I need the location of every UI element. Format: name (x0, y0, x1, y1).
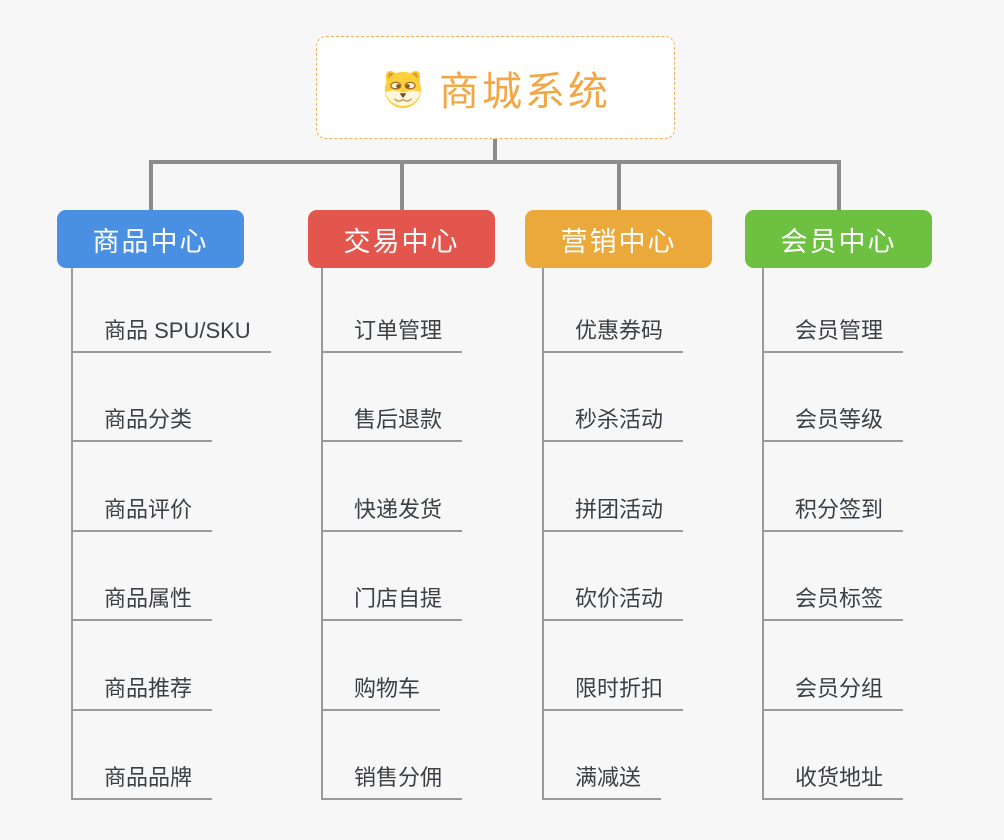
leaf-node[interactable]: 会员等级 (762, 402, 904, 442)
leaf-node[interactable]: 限时折扣 (542, 671, 684, 711)
connector-root-stub (493, 139, 497, 162)
branch-header-product[interactable]: 商品中心 (57, 210, 244, 268)
connector-rail (149, 160, 841, 164)
leaf-node[interactable]: 销售分佣 (321, 760, 463, 800)
branch-header-trade[interactable]: 交易中心 (308, 210, 495, 268)
leaf-node[interactable]: 商品品牌 (71, 760, 213, 800)
leaf-node[interactable]: 砍价活动 (542, 581, 684, 621)
leaf-node[interactable]: 商品分类 (71, 402, 213, 442)
leaf-node[interactable]: 优惠券码 (542, 313, 684, 353)
branch-spine-2 (321, 268, 323, 800)
leaf-node[interactable]: 订单管理 (321, 313, 463, 353)
leaf-node[interactable]: 商品 SPU/SKU (71, 313, 271, 353)
leaf-node[interactable]: 快递发货 (321, 492, 463, 532)
leaf-node[interactable]: 商品评价 (71, 492, 213, 532)
leaf-node[interactable]: 门店自提 (321, 581, 463, 621)
leaf-node[interactable]: 商品属性 (71, 581, 213, 621)
leaf-node[interactable]: 收货地址 (762, 760, 904, 800)
branch-header-marketing[interactable]: 营销中心 (525, 210, 712, 268)
leaf-node[interactable]: 会员标签 (762, 581, 904, 621)
leaf-node[interactable]: 购物车 (321, 671, 441, 711)
root-node[interactable]: 商城系统 (316, 36, 675, 139)
leaf-node[interactable]: 售后退款 (321, 402, 463, 442)
connector-drop-4 (837, 160, 841, 212)
connector-drop-2 (400, 160, 404, 212)
branch-spine-3 (542, 268, 544, 800)
leaf-node[interactable]: 商品推荐 (71, 671, 213, 711)
leaf-node[interactable]: 积分签到 (762, 492, 904, 532)
branch-header-member[interactable]: 会员中心 (745, 210, 932, 268)
leaf-node[interactable]: 拼团活动 (542, 492, 684, 532)
leaf-node[interactable]: 秒杀活动 (542, 402, 684, 442)
connector-drop-3 (617, 160, 621, 212)
root-title: 商城系统 (439, 69, 611, 114)
leaf-node[interactable]: 会员分组 (762, 671, 904, 711)
doge-face-icon (380, 65, 426, 111)
branch-spine-1 (71, 268, 73, 800)
leaf-node[interactable]: 满减送 (542, 760, 662, 800)
branch-spine-4 (762, 268, 764, 800)
leaf-node[interactable]: 会员管理 (762, 313, 904, 353)
connector-drop-1 (149, 160, 153, 212)
